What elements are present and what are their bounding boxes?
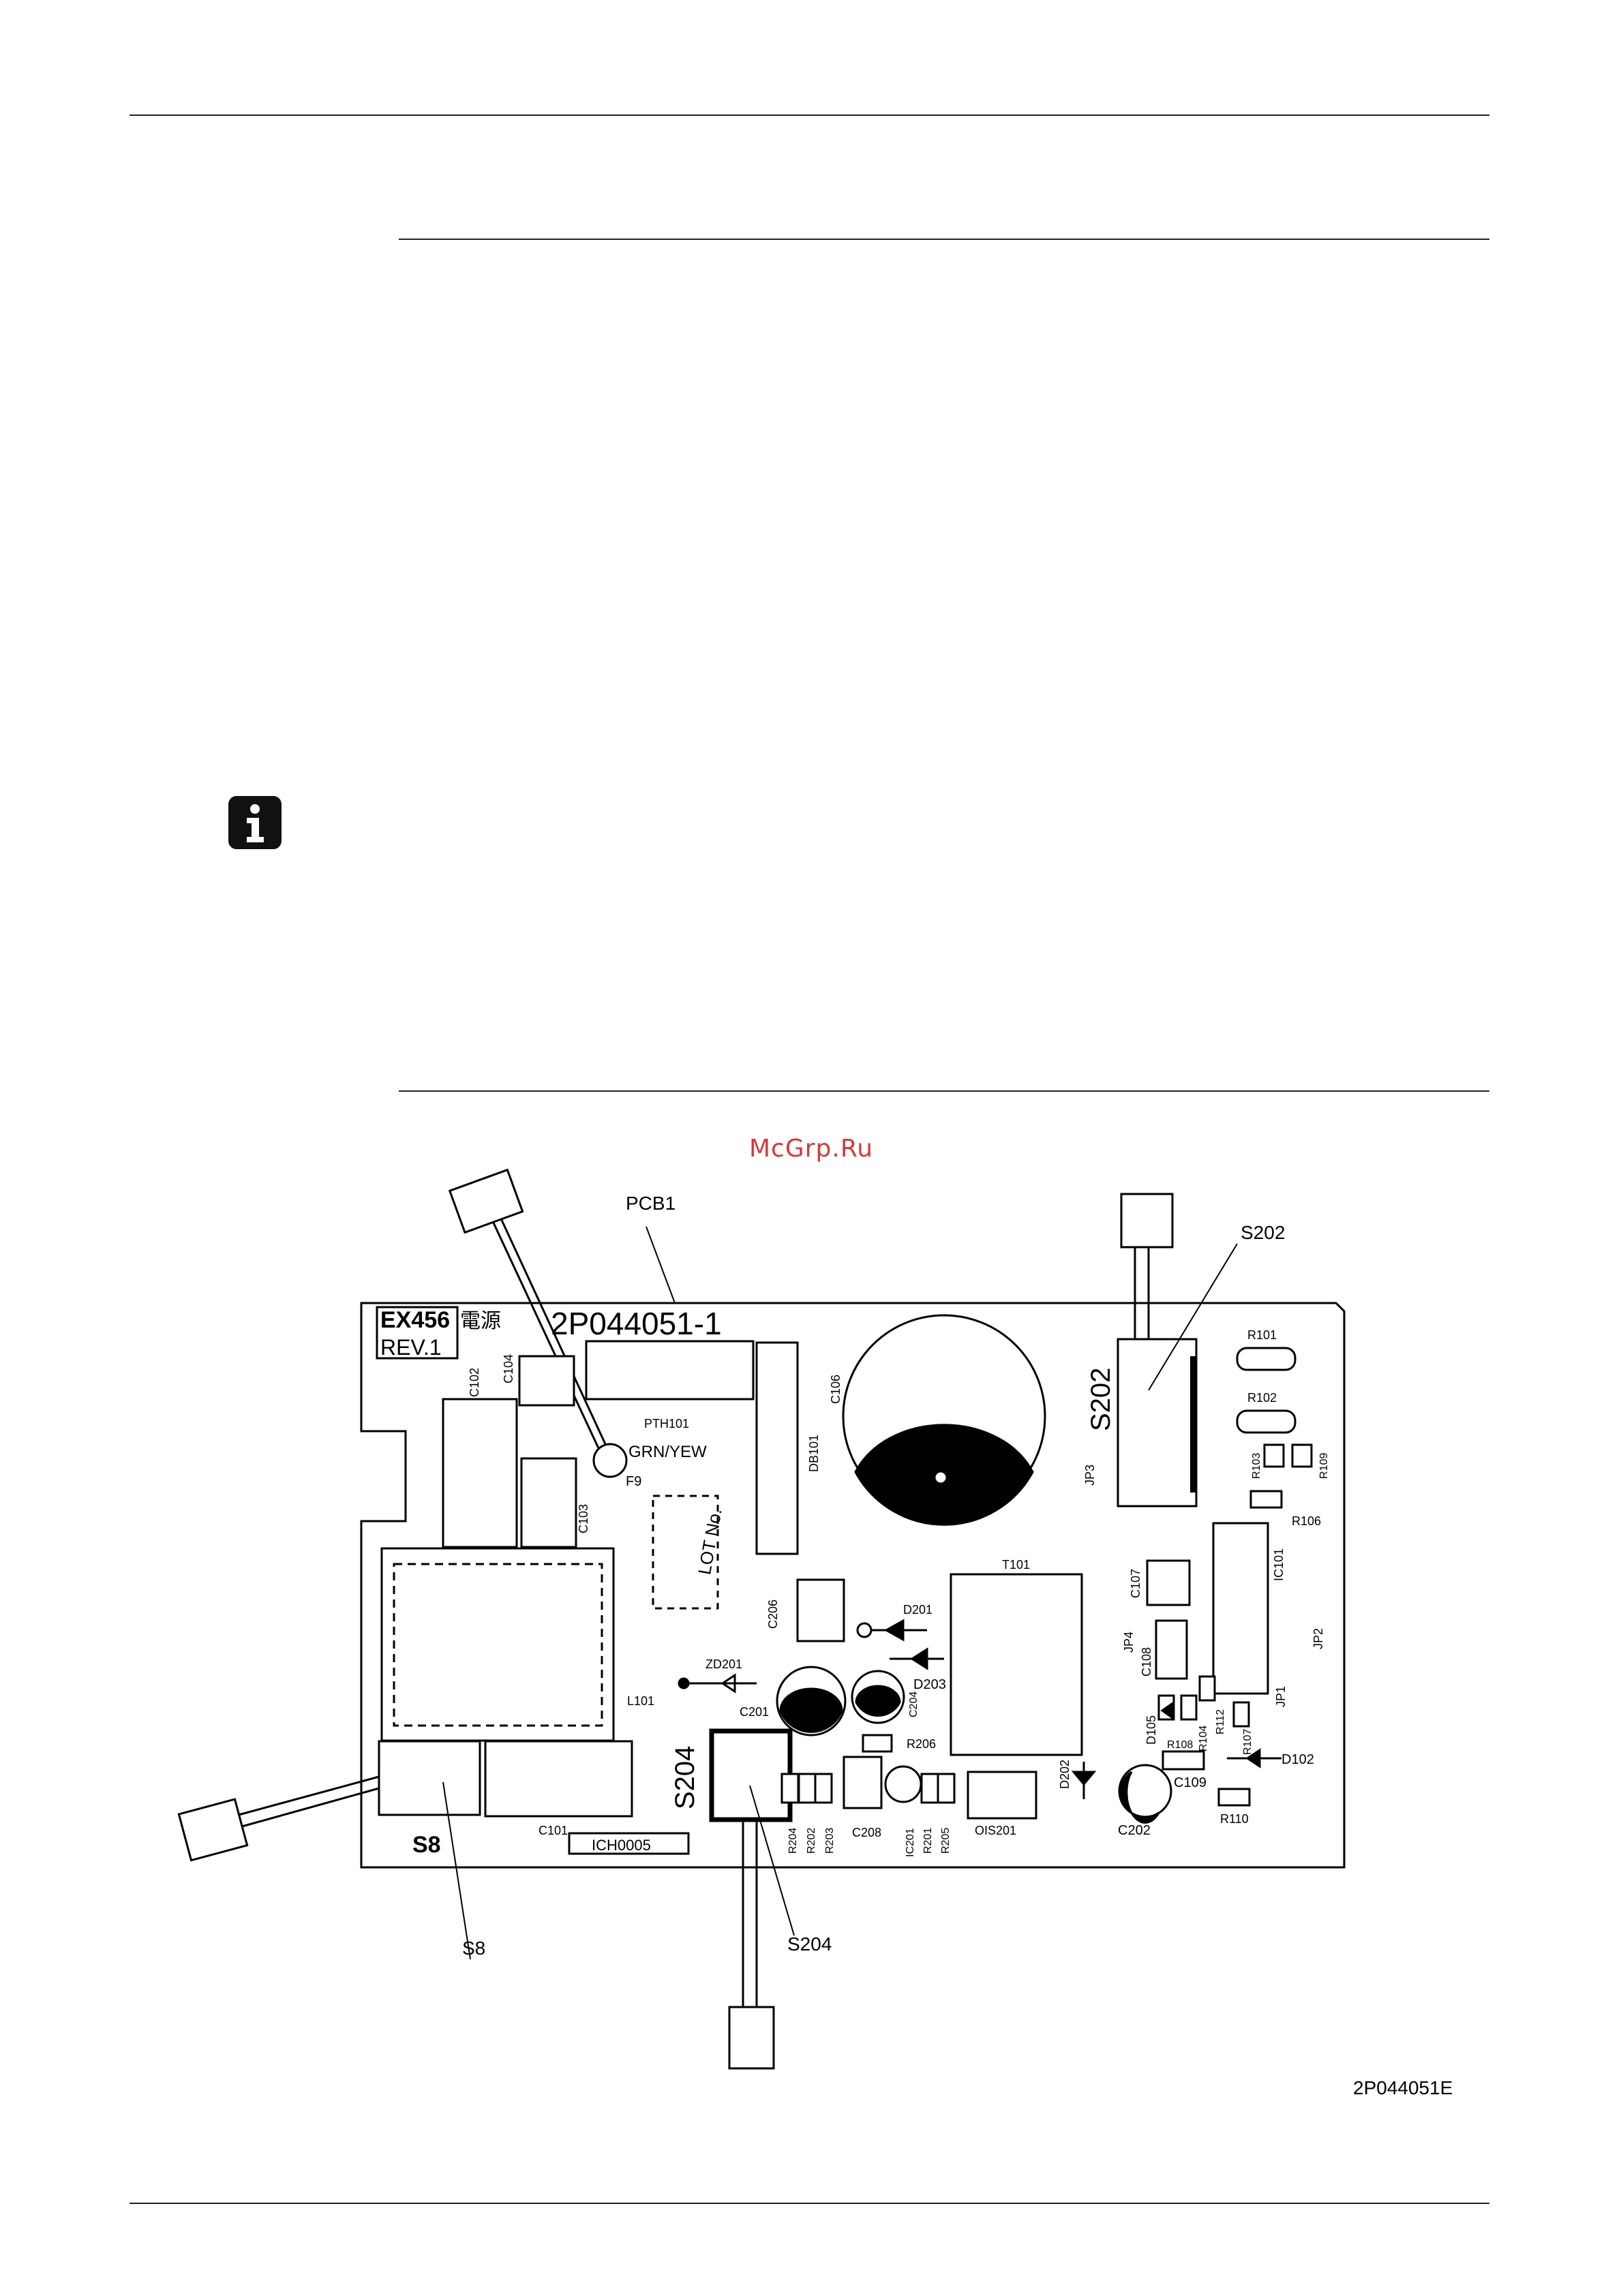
silk-label-r101: R101 — [1247, 1328, 1277, 1342]
comp-101-bottom — [484, 1740, 633, 1818]
silk-label-r204: R204 — [787, 1828, 799, 1854]
s202-wire — [1117, 1193, 1198, 1507]
comp-103 — [520, 1457, 577, 1548]
comp-c107 — [1146, 1559, 1191, 1606]
silk-label-c106: C106 — [829, 1375, 843, 1404]
silk-label-jp4: JP4 — [1122, 1632, 1136, 1653]
silk-label-c107: C107 — [1129, 1569, 1142, 1598]
comp-ois201 — [967, 1771, 1037, 1820]
silk-label-r201: R201 — [922, 1828, 934, 1854]
grn-yew-wire — [448, 1168, 628, 1478]
silk-label-r106: R106 — [1292, 1514, 1321, 1528]
callout-pcb1: PCB1 — [626, 1193, 676, 1214]
silk-label-r205: R205 — [940, 1828, 952, 1854]
silk-label-zd201: ZD201 — [706, 1657, 742, 1671]
silk-label-c202: C202 — [1118, 1823, 1151, 1838]
bottom-rule — [130, 2203, 1489, 2204]
silk-board-kanji: 電源 — [460, 1310, 501, 1332]
lot-box — [652, 1495, 719, 1610]
board-outline — [360, 1302, 1346, 1869]
silk-label-c109: C109 — [1174, 1775, 1207, 1790]
silk-label-c208: C208 — [852, 1826, 881, 1839]
silk-lot-code: ICH0005 — [592, 1837, 651, 1854]
silk-s8: S8 — [412, 1832, 441, 1858]
comp-206 — [796, 1578, 845, 1642]
silk-label-d201: D201 — [903, 1603, 932, 1617]
silk-pth: PTH101 — [644, 1417, 689, 1430]
comp-t101 — [950, 1573, 1083, 1756]
silk-label-r103: R103 — [1251, 1453, 1262, 1479]
comp-db101 — [755, 1341, 799, 1555]
silk-label-d203: D203 — [913, 1677, 946, 1692]
silk-label-r109: R109 — [1318, 1453, 1330, 1479]
silk-label-jp2: JP2 — [1311, 1628, 1325, 1649]
silk-grn-yew: GRN/YEW — [628, 1443, 707, 1461]
silk-label-d105: D105 — [1144, 1715, 1158, 1745]
comp-104 — [518, 1355, 575, 1407]
comp-102 — [442, 1398, 518, 1548]
callout-s202: S202 — [1241, 1222, 1286, 1243]
silk-label-c206: C206 — [766, 1599, 780, 1629]
silk-label-db101: DB101 — [807, 1435, 821, 1472]
silk-label-c102: C102 — [468, 1368, 481, 1397]
top-rule — [130, 114, 1489, 116]
silk-label-r108: R108 — [1167, 1739, 1193, 1751]
silk-label-r102: R102 — [1247, 1391, 1277, 1405]
comp-101-top — [585, 1340, 755, 1400]
section-rule-2 — [399, 1090, 1489, 1092]
silk-label-c103: C103 — [577, 1504, 590, 1533]
callout-s8: S8 — [462, 1938, 486, 1959]
silk-f: F9 — [626, 1474, 641, 1489]
callout-s204: S204 — [787, 1933, 832, 1955]
comp-c208 — [843, 1756, 883, 1809]
silk-label-ois201: OIS201 — [975, 1824, 1016, 1837]
silk-revision: REV.1 — [380, 1335, 442, 1360]
silk-label-r107: R107 — [1242, 1729, 1254, 1755]
silk-label-r206: R206 — [907, 1737, 936, 1751]
silk-label-t101: T101 — [1002, 1558, 1030, 1572]
silk-label-r202: R202 — [806, 1828, 817, 1854]
comp-r101 — [1236, 1347, 1296, 1371]
silk-part-number: 2P044051-1 — [551, 1306, 722, 1341]
watermark-text: McGrp.Ru — [748, 1135, 874, 1163]
drawing-number: 2P044051E — [1353, 2077, 1453, 2098]
comp-ic201 — [884, 1765, 922, 1803]
comp-ic101 — [1212, 1522, 1269, 1695]
silk-label-c204: C204 — [908, 1692, 920, 1717]
silk-label-c201: C201 — [740, 1705, 769, 1719]
silk-label-r110: R110 — [1220, 1812, 1249, 1826]
comp-r102 — [1236, 1409, 1296, 1434]
silk-label-r104: R104 — [1198, 1726, 1209, 1751]
info-icon — [228, 796, 282, 849]
silk-label-c101: C101 — [539, 1824, 568, 1837]
silk-label-d202: D202 — [1058, 1760, 1072, 1789]
silk-label-r112: R112 — [1215, 1709, 1226, 1734]
silk-s202: S202 — [1086, 1368, 1116, 1431]
silk-label-r203: R203 — [824, 1828, 836, 1854]
silk-s204: S204 — [670, 1746, 700, 1809]
silk-label-l101: L101 — [627, 1694, 654, 1708]
silk-label-ic201: IC201 — [905, 1828, 916, 1857]
s204-wire — [709, 1728, 793, 2070]
silk-label-d102: D102 — [1281, 1752, 1314, 1767]
silk-board-id: EX456 — [380, 1307, 450, 1333]
silk-ex456-box — [376, 1306, 459, 1360]
silk-label-ic101: IC101 — [1272, 1548, 1286, 1581]
comp-c108 — [1155, 1619, 1188, 1680]
silk-label-jp3: JP3 — [1083, 1465, 1097, 1486]
silk-label-jp1: JP1 — [1274, 1686, 1288, 1707]
section-rule-1 — [399, 239, 1489, 240]
silk-label-c108: C108 — [1140, 1647, 1153, 1677]
silk-label-c104: C104 — [502, 1354, 515, 1383]
